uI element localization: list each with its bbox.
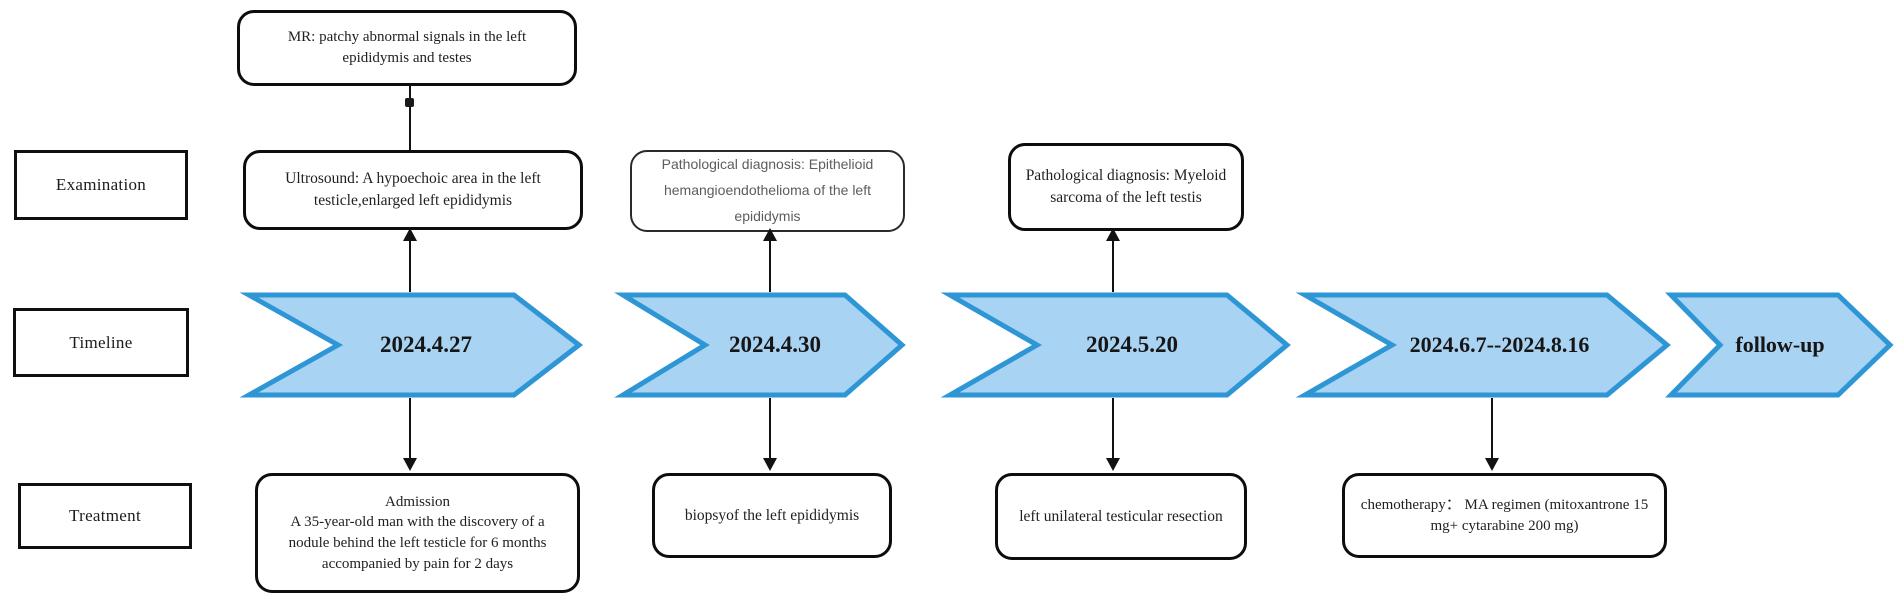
chevron-arrow-icon (1295, 292, 1671, 398)
treatment-admission-title: Admission (384, 493, 450, 510)
row-label-examination-text: Examination (55, 175, 147, 194)
connector-arrow2-to-pathology-ehe (769, 240, 771, 292)
exam-box-ultrasound-text: Ultrosound: A hypoechoic area in the lef… (285, 170, 541, 209)
timeline-date-label: 2024.4.30 (729, 332, 821, 357)
arrowhead-down-icon (763, 458, 777, 471)
exam-box-mr-text: MR: patchy abnormal signals in the left … (287, 29, 527, 66)
connector-arrow2-to-biopsy (769, 398, 771, 459)
exam-box-mr: MR: patchy abnormal signals in the left … (237, 10, 577, 86)
exam-box-ultrasound: Ultrosound: A hypoechoic area in the lef… (243, 150, 583, 230)
row-label-treatment: Treatment (18, 483, 192, 549)
treatment-resection-text: left unilateral testicular resection (1019, 507, 1223, 525)
arrowhead-down-icon (403, 458, 417, 471)
treatment-box-admission: Admission A 35-year-old man with the dis… (255, 473, 580, 593)
exam-box-pathology-ms: Pathological diagnosis: Myeloid sarcoma … (1008, 143, 1244, 231)
chevron-arrow-icon (614, 292, 906, 398)
connector-arrow3-to-resection (1112, 398, 1114, 459)
timeline-date-label: 2024.6.7--2024.8.16 (1409, 332, 1590, 357)
connector-mr-to-ultrasound (409, 84, 411, 150)
arrowhead-down-icon (1106, 458, 1120, 471)
timeline-arrow-5: follow-up (1665, 292, 1894, 398)
row-label-timeline: Timeline (13, 308, 189, 377)
timeline-date-label: 2024.4.27 (380, 332, 472, 357)
arrowhead-up-icon (1106, 228, 1120, 241)
timeline-arrow-3: 2024.5.20 (940, 292, 1291, 398)
treatment-box-resection: left unilateral testicular resection (995, 473, 1247, 560)
arrowhead-down-icon (1485, 458, 1499, 471)
row-label-timeline-text: Timeline (69, 332, 133, 352)
treatment-box-chemotherapy: chemotherapy： MA regimen (mitoxantrone 1… (1342, 473, 1667, 558)
connector-arrow1-to-ultrasound (409, 240, 411, 292)
connector-arrow3-to-pathology-ms (1112, 240, 1114, 292)
treatment-admission-body: A 35-year-old man with the discovery of … (288, 514, 547, 572)
treatment-biopsy-text: biopsyof the left epididymis (684, 506, 860, 524)
arrowhead-up-icon (403, 228, 417, 241)
exam-box-pathology-ehe: Pathological diagnosis: Epithelioid hema… (630, 150, 905, 232)
timeline-followup-label: follow-up (1735, 332, 1825, 357)
timeline-date-label: 2024.5.20 (1086, 332, 1178, 357)
exam-box-pathology-ms-text: Pathological diagnosis: Myeloid sarcoma … (1025, 167, 1227, 206)
timeline-arrow-1: 2024.4.27 (239, 292, 584, 398)
row-label-treatment-text: Treatment (69, 506, 141, 525)
chevron-arrow-icon (940, 292, 1291, 398)
connector-arrow4-to-chemotherapy (1491, 398, 1493, 459)
connector-junction-square (405, 98, 414, 107)
timeline-arrow-4: 2024.6.7--2024.8.16 (1295, 292, 1671, 398)
row-label-examination: Examination (14, 150, 188, 220)
treatment-chemotherapy-text: chemotherapy： MA regimen (mitoxantrone 1… (1360, 496, 1649, 534)
exam-box-pathology-ehe-text: Pathological diagnosis: Epithelioid hema… (661, 156, 874, 224)
arrowhead-up-icon (763, 228, 777, 241)
timeline-arrow-2: 2024.4.30 (614, 292, 906, 398)
connector-arrow1-to-admission (409, 398, 411, 459)
chevron-arrow-icon (239, 292, 584, 398)
treatment-box-biopsy: biopsyof the left epididymis (652, 473, 892, 558)
chevron-arrow-icon (1665, 292, 1894, 398)
